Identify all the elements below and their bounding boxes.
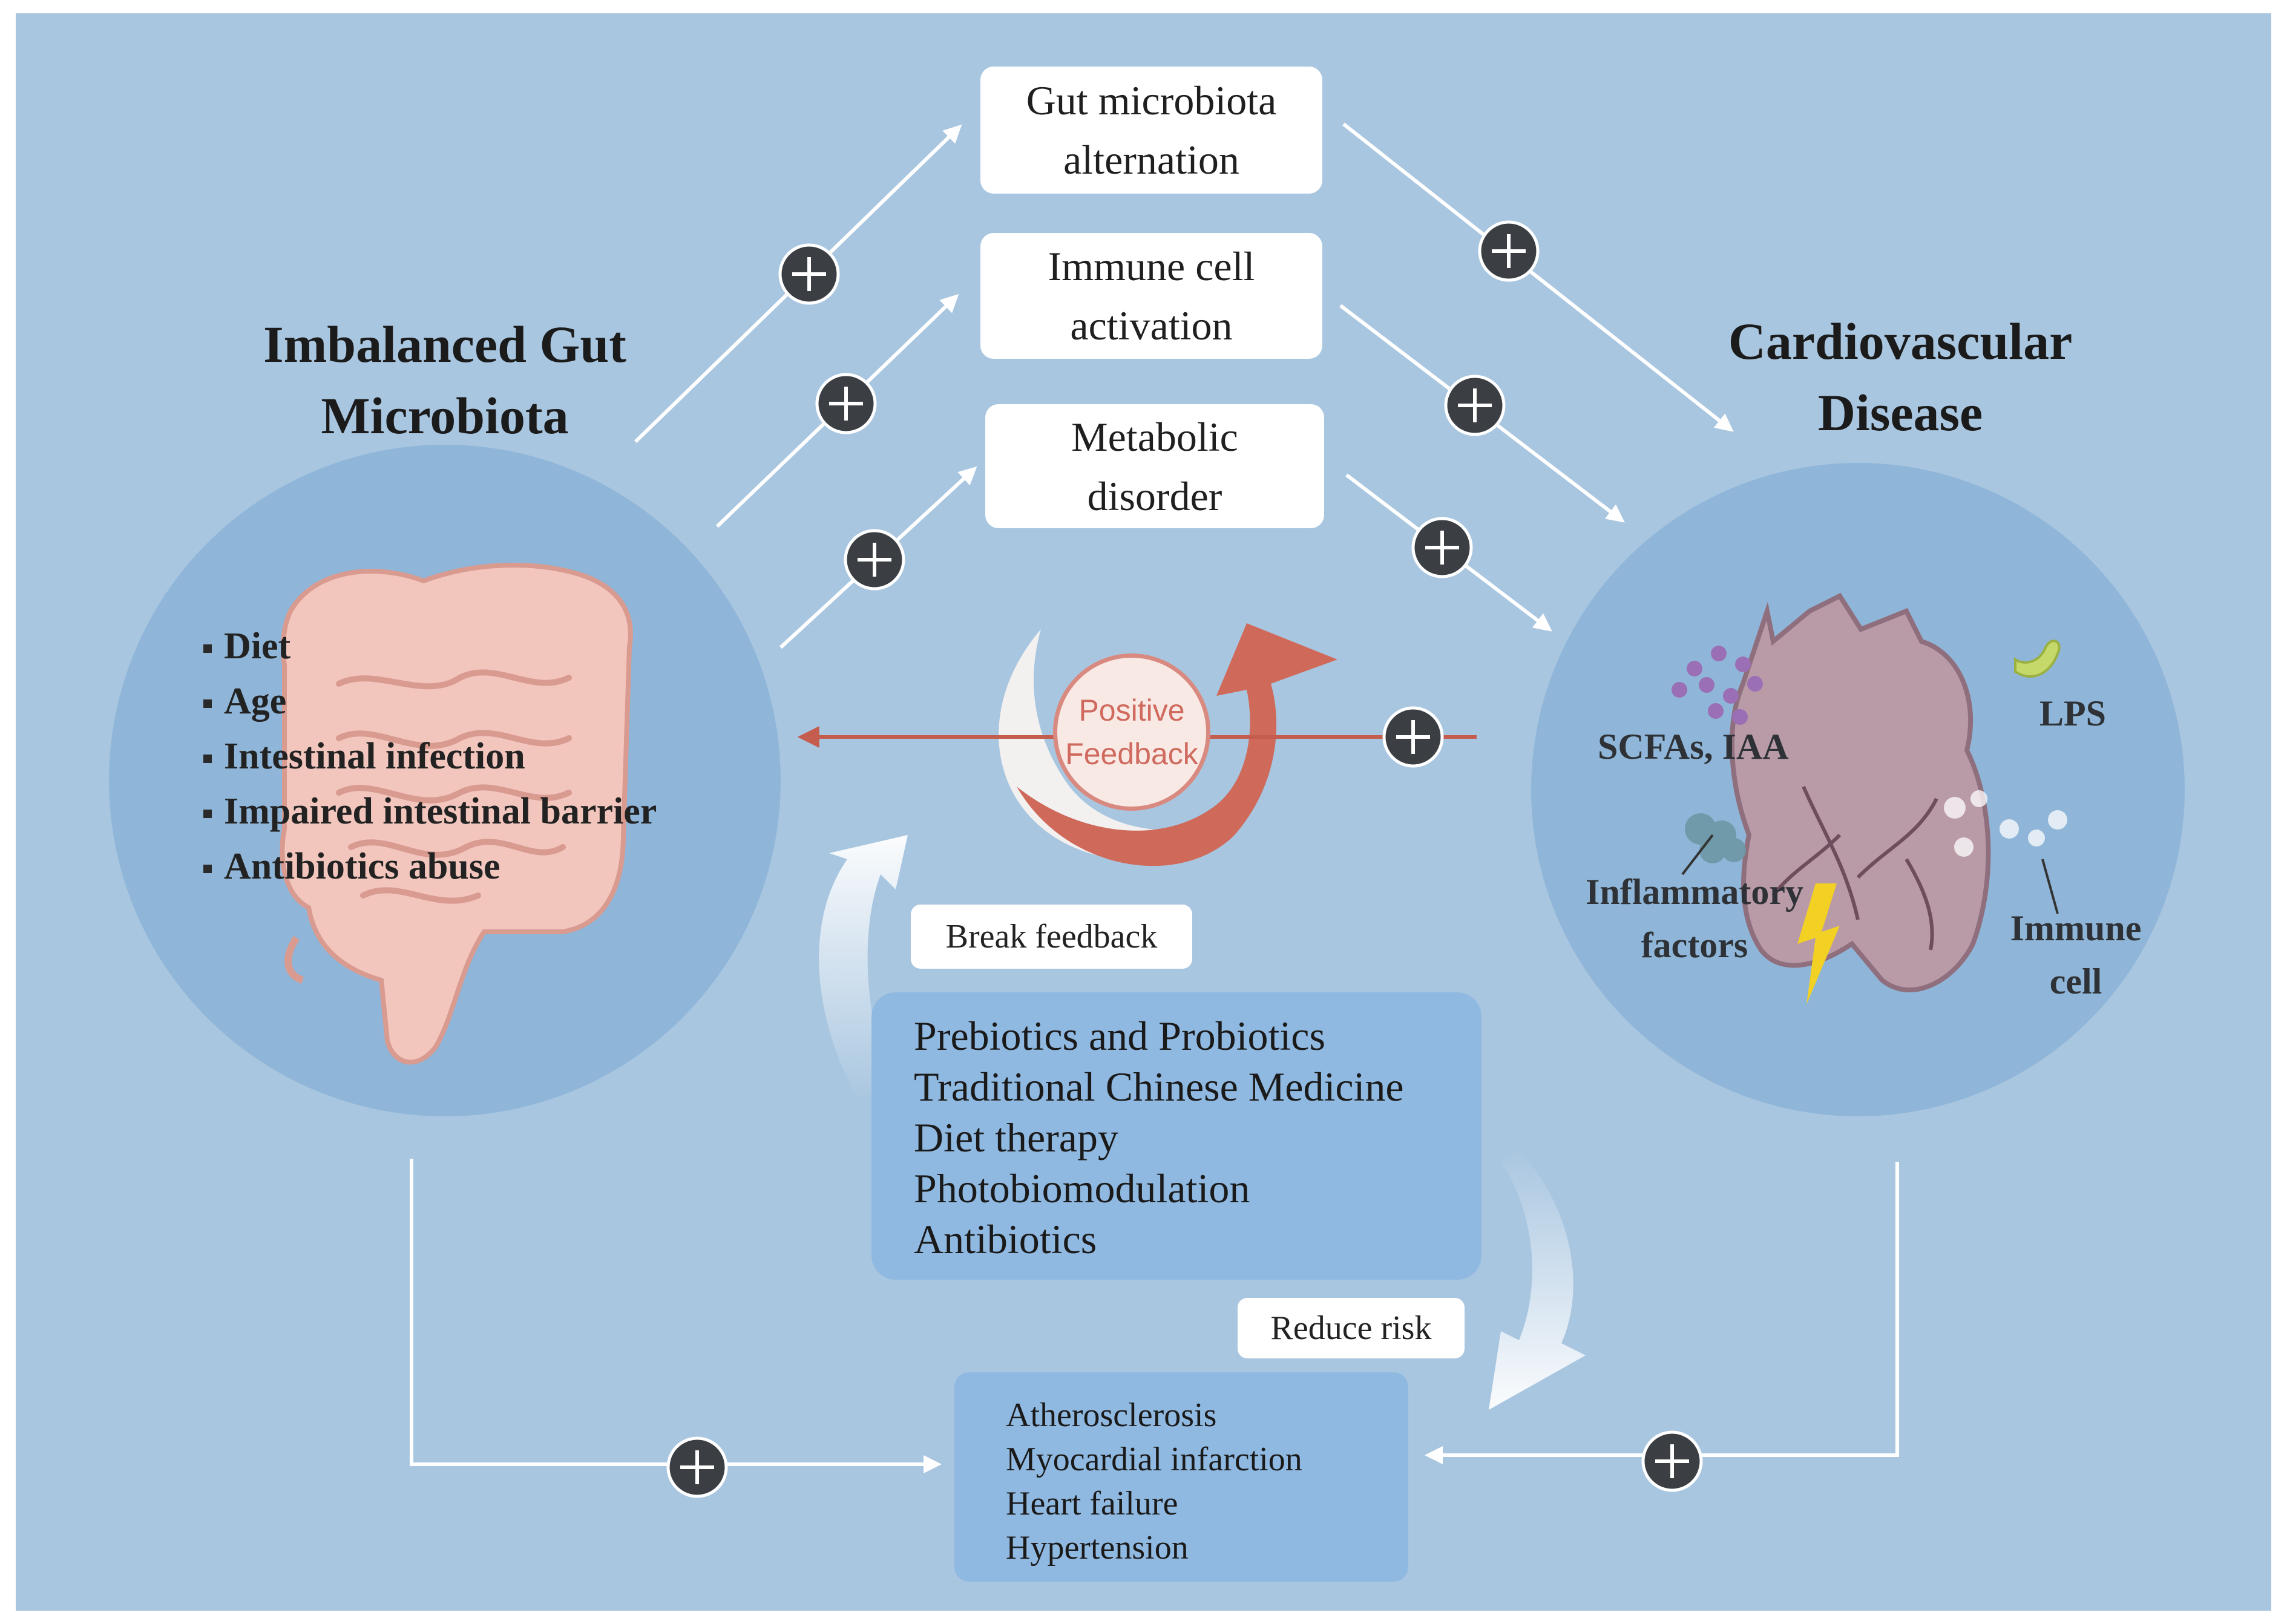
gut-title-line-2: Microbiota bbox=[321, 387, 569, 445]
outcomes-panel: Atherosclerosis Myocardial infarction He… bbox=[954, 1372, 1408, 1582]
inflammatory-label-line: Inflammatory bbox=[1586, 872, 1803, 912]
feedback-red-arc bbox=[1017, 623, 1337, 866]
interventions-panel: Prebiotics and Probiotics Traditional Ch… bbox=[871, 992, 1481, 1280]
immune-pointer bbox=[2041, 859, 2059, 914]
risk-factor-item: Diet bbox=[199, 619, 657, 674]
feedback-label: Feedback bbox=[1065, 737, 1198, 771]
break-feedback-arrow bbox=[819, 835, 908, 1101]
risk-factor-item: Intestinal infection bbox=[199, 729, 657, 784]
outcome-item: Atherosclerosis bbox=[1006, 1396, 1217, 1434]
cvd-title: Cardiovascular Disease bbox=[1634, 306, 2167, 448]
immune-label: Immune cell bbox=[1991, 902, 2161, 1008]
intervention-item: Prebiotics and Probiotics bbox=[914, 1013, 1325, 1059]
immune-cell-icon bbox=[1944, 790, 2067, 857]
risk-factor-item: Age bbox=[199, 674, 657, 729]
lps-label: LPS bbox=[2039, 693, 2107, 733]
reduce-risk-label: Reduce risk bbox=[1238, 1298, 1465, 1358]
plus-icon-gut-metabolic bbox=[845, 531, 904, 589]
reduce-risk-arrow bbox=[1489, 1150, 1586, 1410]
arrow-gut-to-outcomes bbox=[410, 1159, 942, 1473]
outcome-item: Hypertension bbox=[1006, 1529, 1189, 1567]
plus-icon-feedback bbox=[1384, 708, 1442, 766]
mechanism-label: Gut microbiota bbox=[1026, 77, 1277, 123]
risk-factor-list: Diet Age Intestinal infection Impaired i… bbox=[199, 619, 657, 894]
mechanism-label: Metabolic bbox=[1071, 413, 1238, 460]
scfa-molecules-icon bbox=[1672, 646, 1763, 725]
intervention-item: Diet therapy bbox=[914, 1115, 1118, 1161]
mechanism-label: Immune cell bbox=[1048, 243, 1255, 289]
plus-icon-metabolic-cvd bbox=[1413, 519, 1471, 577]
risk-factor-item: Impaired intestinal barrier bbox=[199, 784, 657, 839]
feedback-label: Positive bbox=[1078, 693, 1185, 727]
immune-label-line: cell bbox=[2049, 961, 2102, 1001]
heart-icon bbox=[1729, 592, 1991, 1004]
cvd-title-line-2: Disease bbox=[1817, 384, 1983, 442]
plus-icon-gut-immune bbox=[817, 375, 875, 433]
plus-icon-gut-outcomes bbox=[668, 1438, 726, 1496]
outcome-item: Heart failure bbox=[1006, 1485, 1178, 1522]
lps-icon bbox=[2014, 640, 2061, 678]
mechanism-box-immune: Immune cell activation bbox=[980, 233, 1322, 359]
break-feedback-label: Break feedback bbox=[911, 905, 1192, 969]
inflammatory-label-line: factors bbox=[1641, 925, 1748, 965]
intervention-item: Antibiotics bbox=[914, 1216, 1097, 1262]
feedback-white-arc bbox=[999, 629, 1241, 860]
mechanism-box-metabolic: Metabolic disorder bbox=[985, 404, 1324, 528]
intervention-item: Photobiomodulation bbox=[914, 1165, 1250, 1211]
risk-factor-item: Antibiotics abuse bbox=[199, 839, 657, 894]
cvd-title-line-1: Cardiovascular bbox=[1728, 312, 2073, 370]
mechanism-label: activation bbox=[1070, 303, 1233, 349]
arrow-cvd-to-outcomes bbox=[1425, 1162, 1899, 1464]
inflammatory-label: Inflammatory factors bbox=[1561, 865, 1828, 972]
plus-icon-gut-microbiota bbox=[780, 245, 838, 303]
inflammatory-pointer bbox=[1681, 834, 1714, 876]
mechanism-label: disorder bbox=[1087, 473, 1222, 519]
plus-icon-microbiota-cvd bbox=[1480, 222, 1538, 280]
plus-icon-immune-cvd bbox=[1446, 376, 1504, 434]
mechanism-label: alternation bbox=[1063, 137, 1239, 183]
intervention-item: Traditional Chinese Medicine bbox=[914, 1064, 1404, 1110]
gut-title: Imbalanced Gut Microbiota bbox=[151, 309, 738, 451]
positive-feedback-circle: Positive Feedback bbox=[1053, 653, 1210, 811]
intestine-icon bbox=[280, 563, 633, 1065]
outcome-item: Myocardial infarction bbox=[1006, 1441, 1302, 1478]
arrow-microbiota-to-cvd bbox=[1342, 122, 1734, 432]
gut-title-line-1: Imbalanced Gut bbox=[263, 315, 626, 373]
immune-label-line: Immune bbox=[2010, 908, 2142, 948]
scfas-label: SCFAs, IAA bbox=[1598, 727, 1789, 767]
mechanism-box-microbiota: Gut microbiota alternation bbox=[980, 67, 1322, 194]
plus-icon-cvd-outcomes bbox=[1643, 1432, 1701, 1490]
